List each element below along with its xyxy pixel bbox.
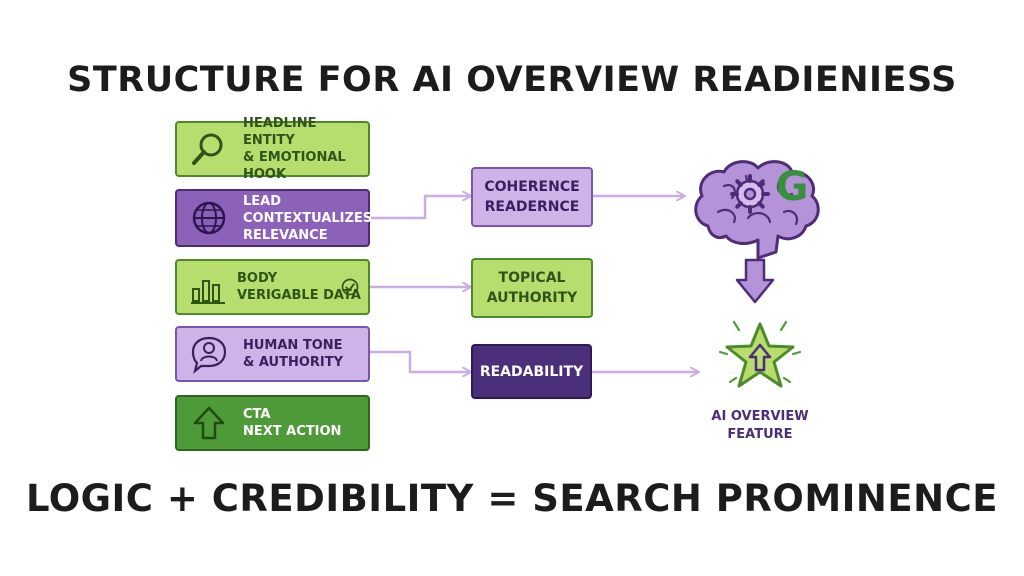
card-human-line2: & AUTHORITY <box>243 355 344 370</box>
connector-human-to-readability <box>370 350 470 372</box>
box-coherence-line2: READERNCE <box>484 199 580 215</box>
bar-chart-icon <box>191 280 225 304</box>
card-cta: CTA NEXT ACTION <box>175 395 370 451</box>
feature-label-line1: AI OVERVIEW <box>711 409 809 424</box>
globe-icon <box>192 201 226 235</box>
google-g-logo: G <box>776 164 809 210</box>
check-circle-icon <box>341 278 359 296</box>
box-topical-line2: AUTHORITY <box>486 290 578 306</box>
feature-label-line2: FEATURE <box>727 427 793 442</box>
connector-lead-to-coherence <box>370 196 470 220</box>
card-cta-line1: CTA <box>243 407 271 422</box>
up-arrow-icon <box>193 406 225 440</box>
card-lead-line3: RELEVANCE <box>243 227 328 243</box>
card-headline-line2: & EMOTIONAL HOOK <box>243 150 346 182</box>
box-readability-line1: READABILITY <box>479 363 584 380</box>
card-headline-entity: HEADLINE ENTITY & EMOTIONAL HOOK <box>175 116 370 182</box>
down-arrow-icon <box>735 258 775 304</box>
card-body-line2: VERIGABLE DATA <box>237 288 361 303</box>
box-coherence-line1: COHERENCE <box>484 179 580 195</box>
page-title: STRUCTURE FOR AI OVERVIEW READIENIESS <box>67 60 957 100</box>
box-topical-authority: TOPICAL AUTHORITY <box>471 258 593 318</box>
magnifier-icon <box>192 133 223 165</box>
box-coherence: COHERENCE READERNCE <box>471 167 593 227</box>
footer-formula: LOGIC + CREDIBILITY = SEARCH PROMINENCE <box>25 477 999 520</box>
box-readability: READABILITY <box>471 344 592 399</box>
box-topical-line1: TOPICAL <box>498 270 566 286</box>
card-human-tone: HUMAN TONE & AUTHORITY <box>175 326 370 382</box>
card-lead-line1: LEAD <box>243 193 282 209</box>
sparkle-rays <box>718 320 802 384</box>
star-up-arrow-icon <box>718 320 802 388</box>
card-body-line1: BODY <box>237 271 278 286</box>
person-chat-icon <box>191 336 227 374</box>
card-cta-line2: NEXT ACTION <box>243 424 342 439</box>
card-lead-line2: CONTEXTUALIZES <box>243 210 373 226</box>
card-body: BODY VERIGABLE DATA <box>175 259 370 315</box>
gear-icon <box>730 174 770 214</box>
card-human-line1: HUMAN TONE <box>243 338 343 353</box>
card-lead: LEAD CONTEXTUALIZES RELEVANCE <box>175 189 373 247</box>
brain-gear-icon: G <box>694 160 820 260</box>
card-headline-line1: HEADLINE ENTITY <box>243 116 317 148</box>
